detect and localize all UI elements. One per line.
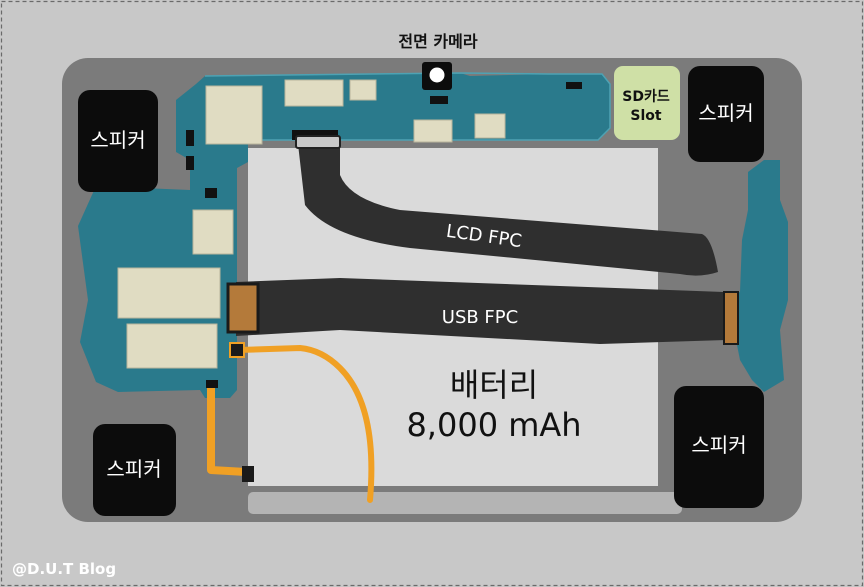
orange-cable-short bbox=[207, 388, 247, 476]
lcd-fpc-connector bbox=[295, 135, 341, 149]
orange-cable-short-connector bbox=[242, 466, 254, 482]
speaker-top-left-label: 스피커 bbox=[90, 128, 145, 152]
speaker-bottom-right-label: 스피커 bbox=[691, 433, 746, 457]
battery-bottom-strip bbox=[248, 492, 682, 514]
usb-fpc-label: USB FPC bbox=[442, 307, 518, 328]
side-board bbox=[724, 160, 788, 392]
usb-fpc-left-connector bbox=[226, 282, 260, 334]
speaker-bottom-right bbox=[674, 386, 764, 508]
board-chips bbox=[117, 79, 506, 369]
board-edge-highlight bbox=[204, 72, 611, 141]
sd-card-label-line2: Slot bbox=[630, 108, 662, 124]
watermark: @D.U.T Blog bbox=[12, 560, 116, 578]
sd-card-slot bbox=[614, 66, 680, 140]
usb-fpc-right-connector bbox=[723, 291, 739, 345]
battery-capacity: 8,000 mAh bbox=[406, 406, 581, 444]
battery-title: 배터리 bbox=[450, 366, 538, 404]
speaker-top-right bbox=[688, 66, 764, 162]
orange-cable-long bbox=[235, 345, 375, 503]
front-camera-label: 전면 카메라 bbox=[398, 32, 477, 51]
sd-card-label-line1: SD카드 bbox=[622, 89, 670, 105]
speaker-top-right-label: 스피커 bbox=[698, 101, 753, 125]
speaker-bottom-left bbox=[93, 424, 176, 516]
front-camera-lens bbox=[429, 67, 445, 83]
lcd-fpc-cable bbox=[298, 144, 718, 276]
speaker-bottom-left-label: 스피커 bbox=[106, 457, 161, 481]
orange-cable-connector bbox=[229, 342, 245, 358]
speaker-top-left bbox=[78, 90, 158, 192]
usb-fpc-cable bbox=[236, 278, 726, 344]
